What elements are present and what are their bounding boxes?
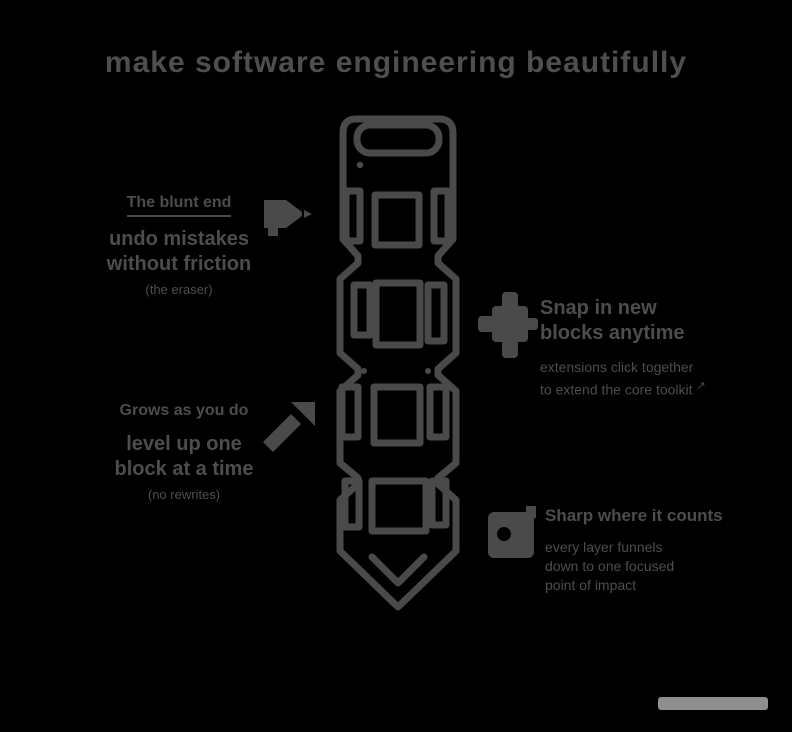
- label-tip-desc2: down to one focused: [545, 558, 675, 574]
- label-modules-line1: Snap in new: [540, 297, 657, 319]
- label-eraser-line1: undo mistakes: [108, 228, 250, 250]
- label-tip-heading: Sharp where it counts: [545, 506, 723, 525]
- pencil-diagram: [330, 113, 470, 618]
- label-eraser: The blunt end undo mistakes without fric…: [88, 194, 270, 297]
- pencil-outline-icon: [336, 115, 460, 611]
- page-title: make software engineering beautifully: [104, 46, 688, 79]
- label-modules-line2: blocks anytime: [540, 322, 685, 344]
- label-growth-line2: block at a time: [114, 458, 254, 480]
- label-tip-desc1: every layer funnels: [545, 539, 663, 555]
- label-growth-heading: Grows as you do: [119, 402, 249, 419]
- puzzle-piece-icon: [478, 292, 542, 360]
- external-link-arrow-icon: ↗: [696, 380, 706, 392]
- label-modules-link[interactable]: to extend the core toolkit ↗: [540, 380, 706, 398]
- arrow-up-right-icon: [257, 400, 317, 452]
- label-tip: Sharp where it counts every layer funnel…: [545, 506, 735, 595]
- label-growth-note: (no rewrites): [147, 487, 221, 502]
- label-growth-line1: level up one: [126, 433, 242, 455]
- label-growth: Grows as you do level up one block at a …: [90, 402, 278, 502]
- label-eraser-line2: without friction: [106, 253, 252, 275]
- megaphone-icon: [256, 186, 312, 242]
- label-eraser-heading: The blunt end: [126, 194, 232, 217]
- label-modules-desc1: extensions click together: [540, 359, 694, 375]
- app-block-icon: [484, 506, 540, 562]
- label-tip-desc3: point of impact: [545, 577, 637, 593]
- label-eraser-note: (the eraser): [145, 282, 213, 297]
- label-modules: Snap in new blocks anytime extensions cl…: [540, 296, 752, 400]
- brand-watermark[interactable]: [658, 697, 768, 710]
